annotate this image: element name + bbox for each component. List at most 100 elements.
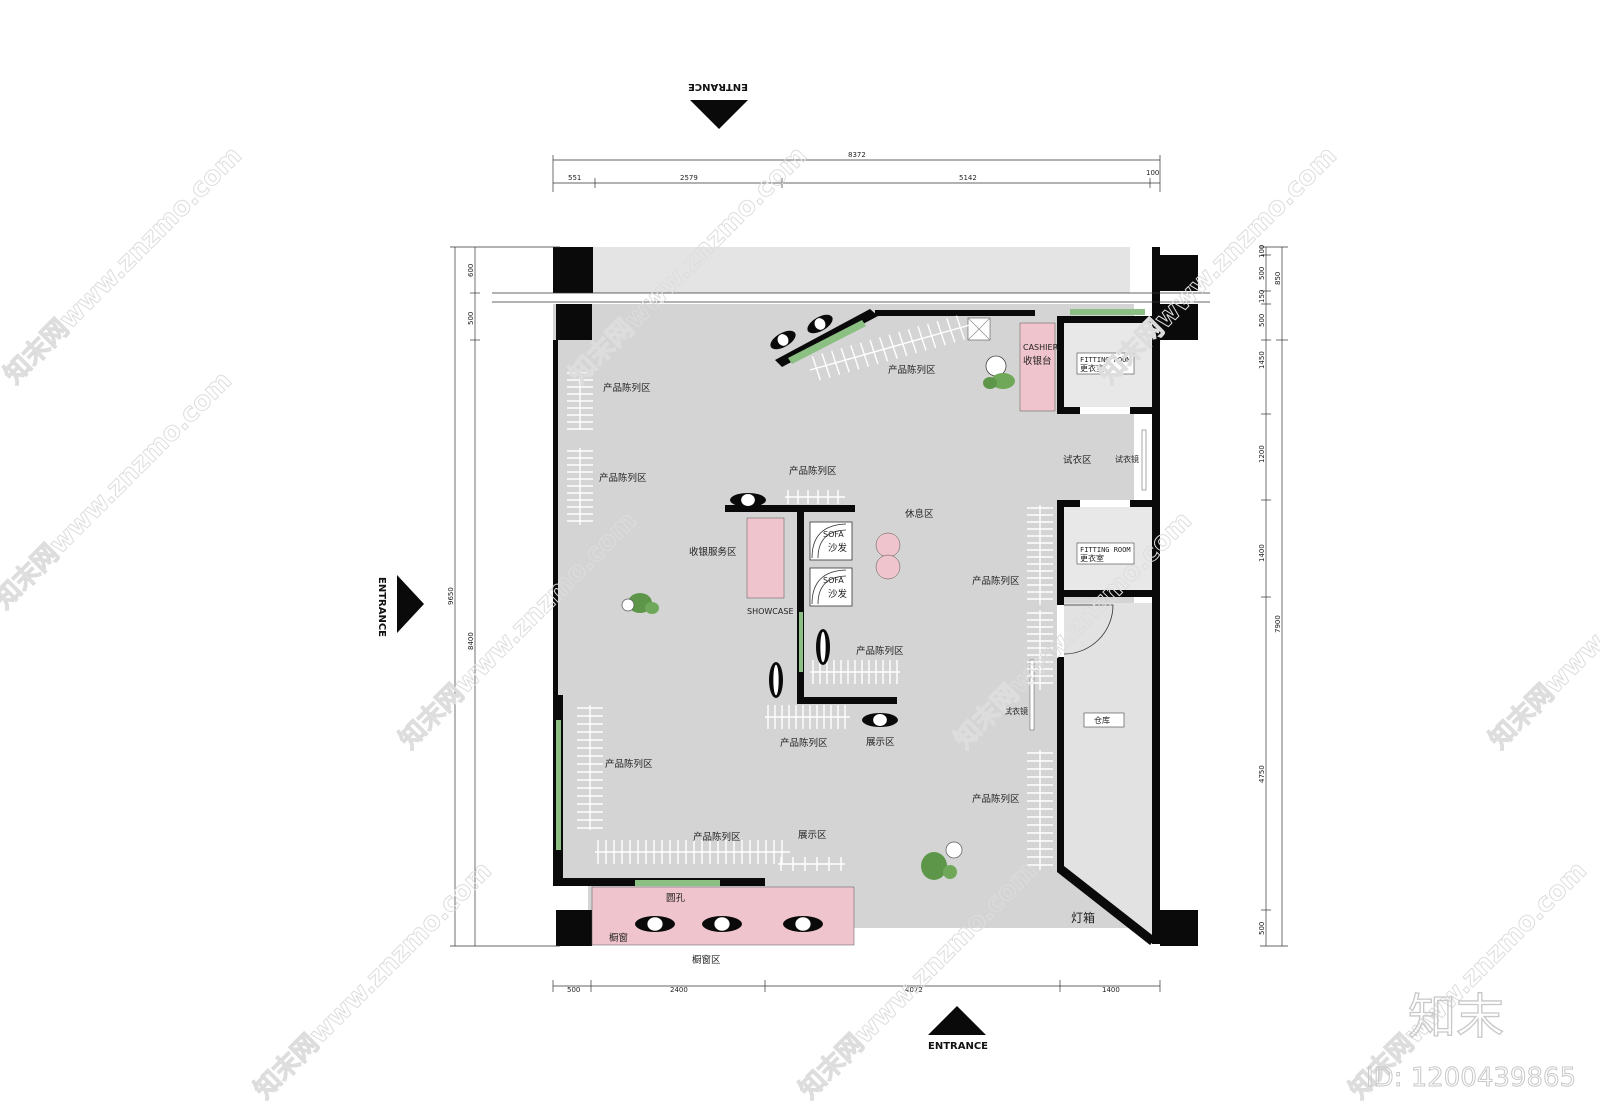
- dim-right-inner-2: 500: [1258, 267, 1266, 280]
- entrance-top-arrow-icon: [690, 100, 748, 129]
- label-product-8: 产品陈列区: [605, 758, 653, 770]
- column-mid-left: [556, 304, 592, 340]
- figures: [621, 355, 1015, 880]
- fitting-room-sign-2: FITTING ROOM 更衣室: [1076, 542, 1135, 565]
- partition-bottom: [797, 697, 897, 704]
- dim-right-inner-4: 500: [1258, 314, 1266, 327]
- dim-bottom-seg-2: 2400: [670, 986, 688, 994]
- entrance-left-arrow-icon: [397, 575, 424, 633]
- dim-top-seg-1: 551: [568, 174, 581, 182]
- mannequin-window-2: [702, 916, 742, 932]
- label-cashier-service: 收银服务区: [689, 546, 737, 558]
- watermark-8: 知末网www.znzmo.com: [249, 856, 498, 1105]
- dimension-left: 9650 600 500 8400: [447, 246, 560, 947]
- column-bottom-right: [1160, 910, 1198, 946]
- dim-top-seg-4: 100: [1146, 169, 1159, 177]
- dim-right-outer-2: 7900: [1274, 615, 1282, 633]
- label-product-6: 产品陈列区: [856, 645, 904, 657]
- fitting-door-2: [1080, 500, 1130, 507]
- label-product-3: 产品陈列区: [888, 364, 936, 376]
- fitting-door-1: [1080, 407, 1130, 414]
- mirrors: [1029, 429, 1147, 731]
- sofas: [809, 521, 853, 607]
- label-product-2: 产品陈列区: [599, 472, 647, 484]
- fitting-mirror-right: [1141, 429, 1147, 491]
- label-fitting-mirror-2: 试衣镜: [1004, 706, 1028, 716]
- storage-room-floor: [1064, 603, 1152, 940]
- wall-top-diag-base: [875, 310, 1035, 316]
- entrance-top-label: ENTRANCE: [688, 81, 748, 92]
- rack-right-top: [1027, 505, 1053, 605]
- rack-left-mid: [567, 448, 593, 525]
- label-window-area: 橱窗区: [692, 954, 721, 966]
- cashier-chair: [967, 317, 991, 341]
- storage-door-swing: [1063, 604, 1114, 655]
- pink-furniture: [591, 322, 1056, 946]
- label-fitting-room-cn-1: 更衣室: [1080, 363, 1104, 373]
- sofa-top: [809, 521, 853, 561]
- fitting-wall-left: [1057, 322, 1064, 414]
- mannequin-center-top: [730, 493, 766, 507]
- green-strip-left: [556, 720, 561, 850]
- mannequin-display: [862, 713, 898, 727]
- fitting-wall-left-2: [1057, 500, 1064, 597]
- label-cashier-cn: 收银台: [1023, 355, 1052, 367]
- watermark-id: ID: 1200439865: [1366, 1063, 1576, 1093]
- label-display-1: 展示区: [866, 737, 895, 748]
- showcase-table: [746, 517, 785, 599]
- mannequin-top-2: [807, 314, 833, 334]
- entrance-left-label: ENTRANCE: [376, 577, 387, 637]
- label-sofa-en-1: SOFA: [823, 530, 844, 539]
- label-product-4: 产品陈列区: [789, 465, 837, 477]
- dim-left-part-1: 600: [467, 264, 475, 277]
- label-window: 橱窗: [609, 932, 628, 944]
- column-top-right: [1160, 255, 1198, 291]
- green-strips: [556, 309, 1145, 886]
- label-round-hole: 圆孔: [666, 893, 686, 904]
- label-product-9: 产品陈列区: [972, 793, 1020, 805]
- label-display-2: 展示区: [798, 830, 827, 841]
- column-mid-right: [1160, 304, 1198, 340]
- column-top-left: [553, 247, 593, 293]
- plant-center-left: [621, 593, 659, 614]
- storage-wall-diagonal: [1057, 866, 1156, 945]
- entrance-markers: ENTRANCE ENTRANCE ENTRANCE: [376, 81, 988, 1052]
- watermark-1: 知末网www.znzmo.com: [0, 141, 248, 390]
- person-bottom-right: [921, 841, 963, 880]
- mannequin-window-1: [635, 916, 675, 932]
- label-fitting-room-cn-2: 更衣室: [1080, 553, 1104, 563]
- partition-vertical: [797, 505, 804, 702]
- green-strip-diagonal: [788, 320, 866, 364]
- label-fitting-room-en-2: FITTING ROOM: [1080, 546, 1131, 554]
- rack-display-bottom: [778, 857, 845, 871]
- dim-right-inner-9: 500: [1258, 922, 1266, 935]
- storage-sign: 仓库: [1083, 712, 1125, 728]
- dim-left-outer: 9650: [447, 587, 455, 605]
- dimension-top: 8372 551 2579 5142 100: [552, 151, 1161, 192]
- cashier-counter: [1019, 322, 1056, 412]
- stool-top: [875, 532, 901, 558]
- dim-right-inner-8: 4750: [1258, 765, 1266, 783]
- mannequin-top-1: [770, 330, 796, 350]
- sofa-bottom: [809, 567, 853, 607]
- clothing-racks: [567, 315, 1053, 871]
- dim-right-inner-3: 150: [1258, 290, 1266, 303]
- label-product-1: 产品陈列区: [603, 382, 651, 394]
- rack-right-bottom: [1027, 750, 1053, 870]
- corridor-rails: [492, 292, 1210, 303]
- storage-wall-left: [1057, 597, 1064, 872]
- green-strip-top-right: [1070, 309, 1145, 315]
- label-rest-area: 休息区: [905, 508, 934, 520]
- dim-bottom-seg-1: 500: [567, 986, 580, 994]
- mannequin-window-3: [783, 916, 823, 932]
- dimension-right: 100 500 150 500 1450 1200 1400 4750 500 …: [1258, 245, 1288, 947]
- partition-top: [725, 505, 855, 512]
- watermark-7: 知末网www.znzmo.com: [1484, 506, 1600, 755]
- label-sofa-en-2: SOFA: [823, 576, 844, 585]
- rack-bottom-row: [595, 840, 790, 864]
- dim-top-seg-3: 5142: [959, 174, 977, 182]
- dim-right-inner-1: 100: [1258, 245, 1266, 258]
- dim-bottom-seg-3: 4072: [905, 986, 923, 994]
- label-sofa-cn-2: 沙发: [828, 588, 848, 600]
- stool-bottom: [875, 554, 901, 580]
